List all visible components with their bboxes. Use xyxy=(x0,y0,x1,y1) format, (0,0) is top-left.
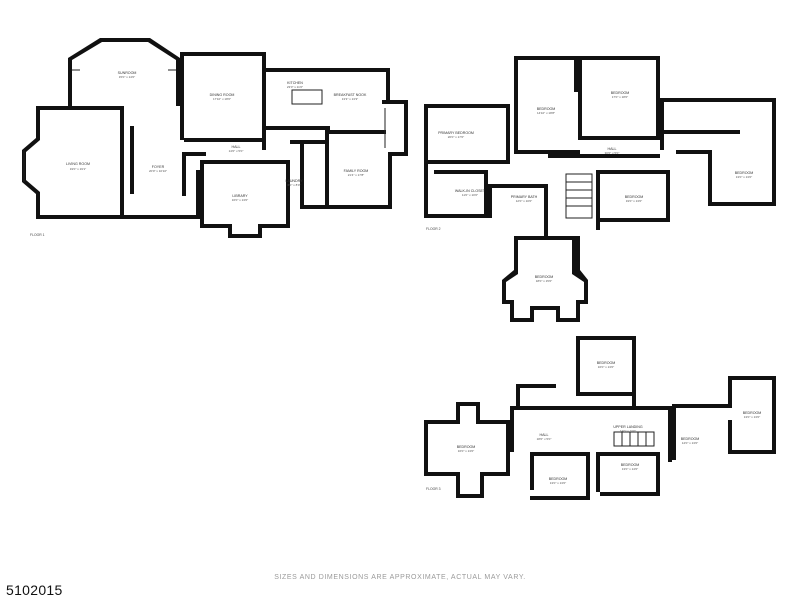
svg-text:BEDROOM: BEDROOM xyxy=(537,107,556,111)
kitchen-walls xyxy=(266,68,390,130)
svg-text:PRIMARY BEDROOM: PRIMARY BEDROOM xyxy=(438,131,474,135)
svg-text:BREAKFAST NOOK: BREAKFAST NOOK xyxy=(334,93,367,97)
svg-text:18'0" x 15'0": 18'0" x 15'0" xyxy=(536,279,552,283)
svg-text:SUNROOM: SUNROOM xyxy=(118,71,137,75)
svg-text:HALL: HALL xyxy=(540,433,549,437)
svg-text:BEDROOM: BEDROOM xyxy=(457,445,476,449)
family-room-walls xyxy=(300,100,408,209)
svg-text:BEDROOM: BEDROOM xyxy=(743,411,762,415)
svg-text:WALK-IN CLOSET: WALK-IN CLOSET xyxy=(455,189,486,193)
svg-text:FLOOR 2: FLOOR 2 xyxy=(426,227,441,231)
floor-3-plan: BEDROOM 16'0" x 13'0" BEDROOM 16'0" x 13… xyxy=(424,336,776,500)
svg-text:BEDROOM: BEDROOM xyxy=(549,477,568,481)
svg-text:19'0" x 19'1": 19'0" x 19'1" xyxy=(70,167,86,171)
svg-text:13'0" x 13'0": 13'0" x 13'0" xyxy=(550,481,566,485)
svg-text:PRIMARY BATH: PRIMARY BATH xyxy=(511,195,538,199)
svg-text:BEDROOM: BEDROOM xyxy=(681,437,700,441)
svg-text:17'0" x 18'0": 17'0" x 18'0" xyxy=(612,95,628,99)
west-bedroom-walls xyxy=(424,402,510,498)
kitchen-island xyxy=(291,89,323,105)
svg-text:KITCHEN: KITCHEN xyxy=(287,81,303,85)
svg-text:12'0" x 10'0": 12'0" x 10'0" xyxy=(516,199,532,203)
south-tower-walls xyxy=(502,236,588,322)
svg-text:13'0" x 14'0": 13'0" x 14'0" xyxy=(622,467,638,471)
svg-text:30'0" x 5'0": 30'0" x 5'0" xyxy=(605,151,620,155)
stair-floor-3 xyxy=(613,431,655,447)
svg-text:19'0" x 13'0": 19'0" x 13'0" xyxy=(626,199,642,203)
south-bedroom-walls xyxy=(530,452,590,500)
svg-text:FLOOR 1: FLOOR 1 xyxy=(30,233,45,237)
svg-text:16'0" x 13'0": 16'0" x 13'0" xyxy=(598,365,614,369)
svg-text:16'0" x 13'0": 16'0" x 13'0" xyxy=(232,198,248,202)
bedroom-north-walls xyxy=(514,56,580,154)
stair-floor-2 xyxy=(565,173,593,219)
svg-text:14'0" x 5'0": 14'0" x 5'0" xyxy=(229,149,244,153)
svg-text:13'0" x 13'0": 13'0" x 13'0" xyxy=(744,415,760,419)
east-bedroom-walls xyxy=(672,376,776,460)
svg-text:BEDROOM: BEDROOM xyxy=(611,91,630,95)
svg-text:BEDROOM: BEDROOM xyxy=(535,275,554,279)
svg-text:20'0" x 10'10": 20'0" x 10'10" xyxy=(149,169,167,173)
svg-text:6'0" x 8'0": 6'0" x 8'0" xyxy=(287,183,300,187)
svg-text:BEDROOM: BEDROOM xyxy=(735,171,754,175)
svg-text:HALL: HALL xyxy=(232,145,241,149)
room-living-room: LIVING ROOM xyxy=(66,162,90,166)
svg-text:LIBRARY: LIBRARY xyxy=(232,194,248,198)
svg-text:BEDROOM: BEDROOM xyxy=(625,195,644,199)
svg-text:11'0" x 10'0": 11'0" x 10'0" xyxy=(462,193,478,197)
north-bedroom-walls xyxy=(576,336,636,406)
dining-room-walls xyxy=(180,52,266,150)
svg-text:DINING ROOM: DINING ROOM xyxy=(210,93,235,97)
svg-text:15'0" x 14'0": 15'0" x 14'0" xyxy=(119,75,135,79)
svg-text:FLOOR 3: FLOOR 3 xyxy=(426,487,441,491)
svg-text:BEDROOM: BEDROOM xyxy=(621,463,640,467)
svg-text:14'0" x 10'0": 14'0" x 10'0" xyxy=(620,429,636,433)
dimension-disclaimer: SIZES AND DIMENSIONS ARE APPROXIMATE, AC… xyxy=(274,574,526,581)
svg-text:20'0" x 17'0": 20'0" x 17'0" xyxy=(448,135,464,139)
svg-text:13'3" x 13'3": 13'3" x 13'3" xyxy=(342,97,358,101)
svg-text:HALL: HALL xyxy=(608,147,617,151)
svg-text:LAUNDRY: LAUNDRY xyxy=(285,179,303,183)
listing-id: 5102015 xyxy=(6,582,63,598)
svg-text:UPPER LANDING: UPPER LANDING xyxy=(613,425,643,429)
floor-2-plan: PRIMARY BEDROOM 20'0" x 17'0" BEDROOM 14… xyxy=(424,56,776,322)
floor-1-plan: LIVING ROOM 19'0" x 19'1" SUNROOM 15'0" … xyxy=(22,38,408,238)
svg-text:14'10" x 18'8": 14'10" x 18'8" xyxy=(537,111,555,115)
svg-text:14'0" x 13'0": 14'0" x 13'0" xyxy=(682,441,698,445)
svg-text:16'0" x 13'0": 16'0" x 13'0" xyxy=(458,449,474,453)
svg-text:13'0" x 13'0": 13'0" x 13'0" xyxy=(736,175,752,179)
svg-text:17'10" x 18'0": 17'10" x 18'0" xyxy=(213,97,231,101)
svg-text:BEDROOM: BEDROOM xyxy=(597,361,616,365)
svg-text:23'0" x 11'0": 23'0" x 11'0" xyxy=(287,85,303,89)
svg-text:18'0" x 5'0": 18'0" x 5'0" xyxy=(537,437,552,441)
svg-text:21'4" x 17'8": 21'4" x 17'8" xyxy=(348,173,364,177)
svg-text:FAMILY ROOM: FAMILY ROOM xyxy=(344,169,369,173)
svg-text:FOYER: FOYER xyxy=(152,165,165,169)
